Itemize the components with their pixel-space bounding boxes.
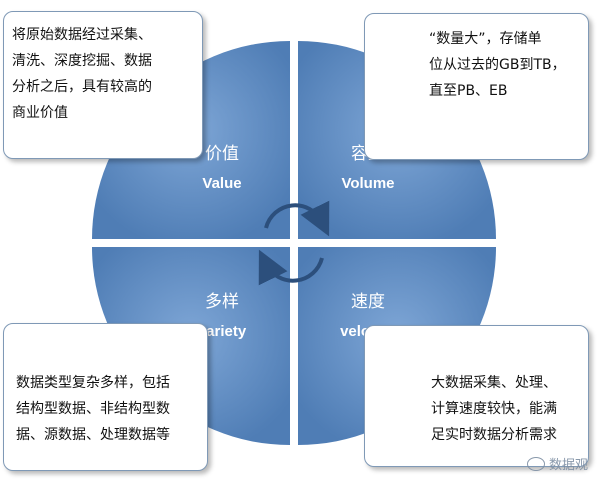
velocity-description-box: 大数据采集、处理、 计算速度较快，能满 足实时数据分析需求 xyxy=(364,325,589,467)
chat-bubble-icon xyxy=(526,456,545,471)
rotate-arrow-top-icon xyxy=(264,200,330,237)
quadrant-volume-subtitle: Volume xyxy=(341,175,394,192)
volume-description-box: “数量大”，存储单 位从过去的GB到TB， 直至PB、EB xyxy=(364,13,589,160)
watermark: 数据观 xyxy=(526,454,588,473)
watermark-text: 数据观 xyxy=(548,458,588,473)
quadrant-value-subtitle: Value xyxy=(202,175,241,192)
value-description-box: 将原始数据经过采集、 清洗、深度挖掘、数据 分析之后，具有较高的 商业价值 xyxy=(3,11,203,159)
quadrant-variety-subtitle: variety xyxy=(198,323,247,340)
variety-description-box: 数据类型复杂多样，包括 结构型数据、非结构型数 据、源数据、处理数据等 xyxy=(3,323,208,471)
quadrant-variety-title: 多样 xyxy=(205,292,239,312)
quadrant-velocity-title: 速度 xyxy=(351,292,385,312)
quadrant-value-title: 价值 xyxy=(205,144,239,164)
rotate-arrow-bottom-icon xyxy=(258,249,324,286)
